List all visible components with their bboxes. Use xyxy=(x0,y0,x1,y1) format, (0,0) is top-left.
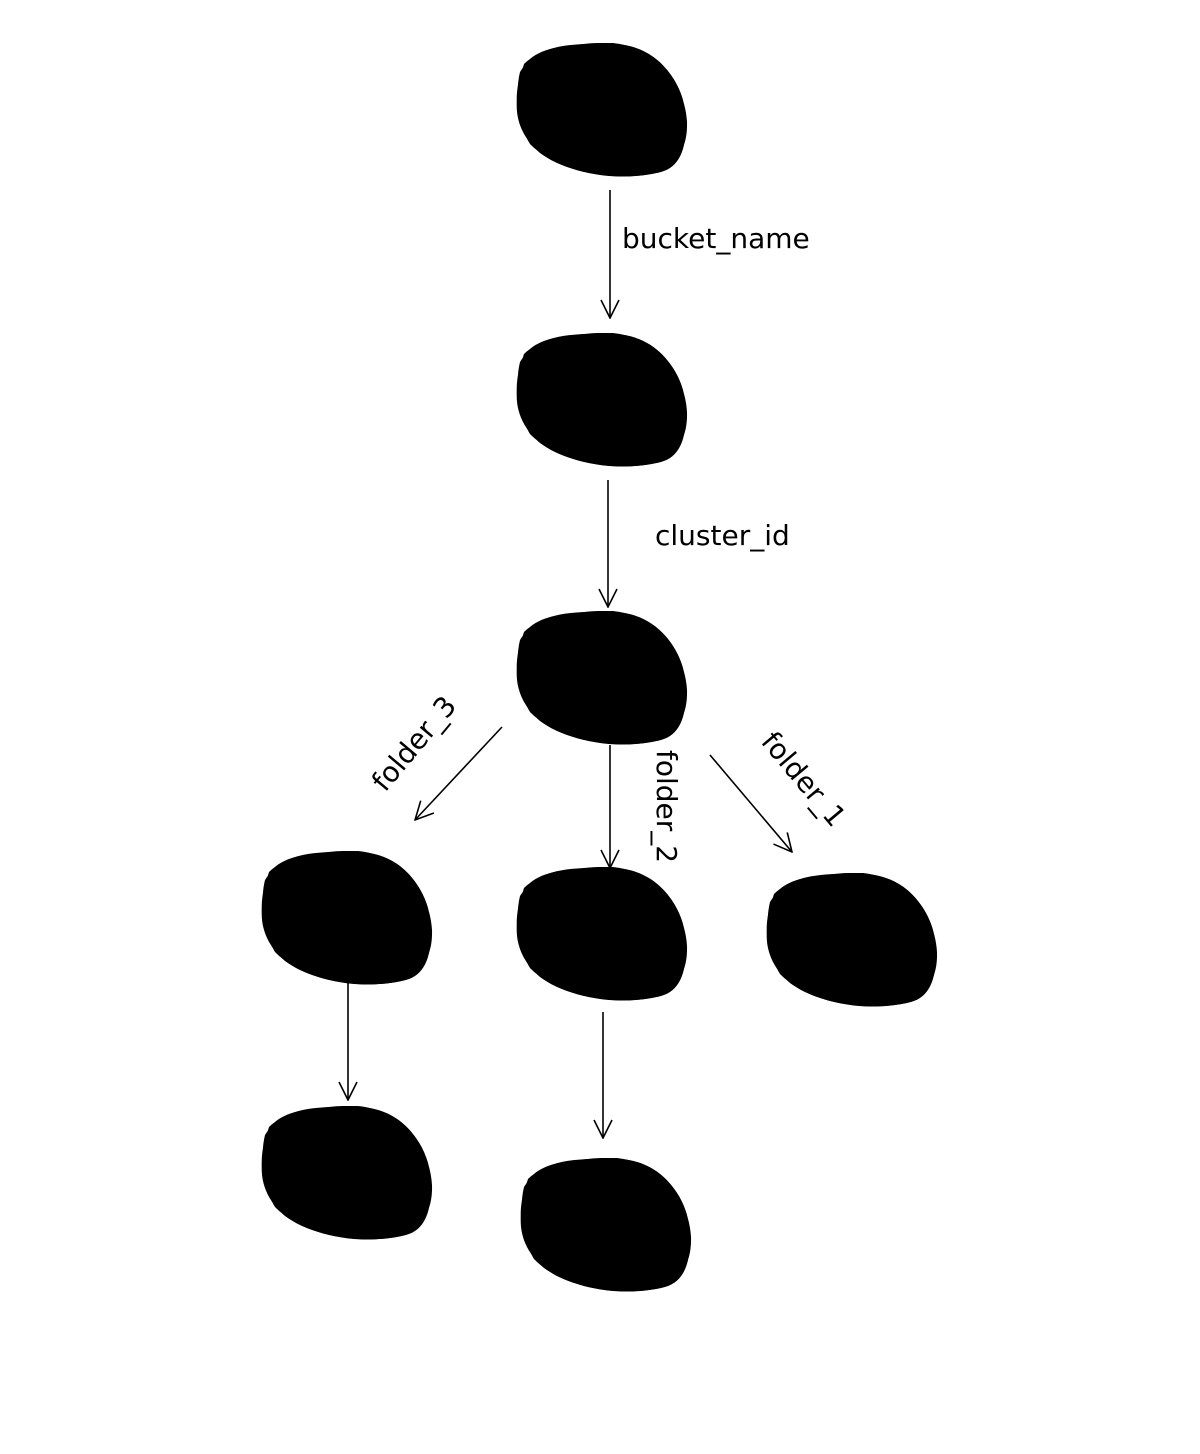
edge-arrow-folder-3 xyxy=(415,726,503,820)
edge-label-folder-1: folder_1 xyxy=(755,725,853,833)
node-folder3-child xyxy=(261,1105,433,1240)
node-folder1 xyxy=(766,872,938,1007)
edge-label-cluster-id: cluster_id xyxy=(655,519,790,552)
edge-arrow-folder-1 xyxy=(709,754,792,852)
node-root xyxy=(516,42,688,177)
node-bucket xyxy=(516,332,688,467)
node-cluster xyxy=(516,610,688,745)
edge-label-folder-2: folder_2 xyxy=(650,750,683,863)
edge-label-folder-3: folder_3 xyxy=(365,690,463,798)
node-folder2 xyxy=(516,866,688,1001)
edge-label-bucket-name: bucket_name xyxy=(622,222,810,255)
node-folder2-child xyxy=(520,1157,692,1292)
node-folder3 xyxy=(261,850,433,985)
